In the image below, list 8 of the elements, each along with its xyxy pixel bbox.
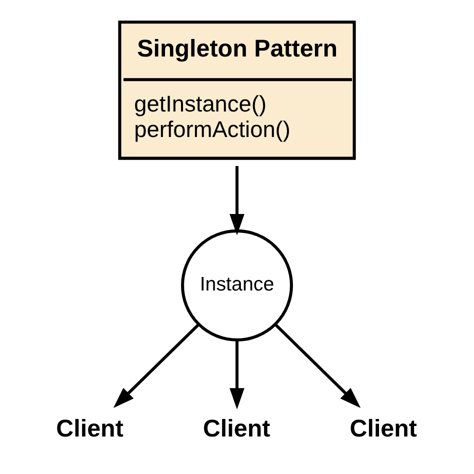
node-text: Client xyxy=(350,415,417,442)
node-text: Client xyxy=(202,415,270,442)
node-circle: Instance xyxy=(181,229,293,342)
arrow xyxy=(274,323,361,408)
arrow xyxy=(230,166,244,236)
arrow xyxy=(113,323,200,408)
node-text: Client xyxy=(56,415,124,442)
arrow xyxy=(230,340,244,410)
